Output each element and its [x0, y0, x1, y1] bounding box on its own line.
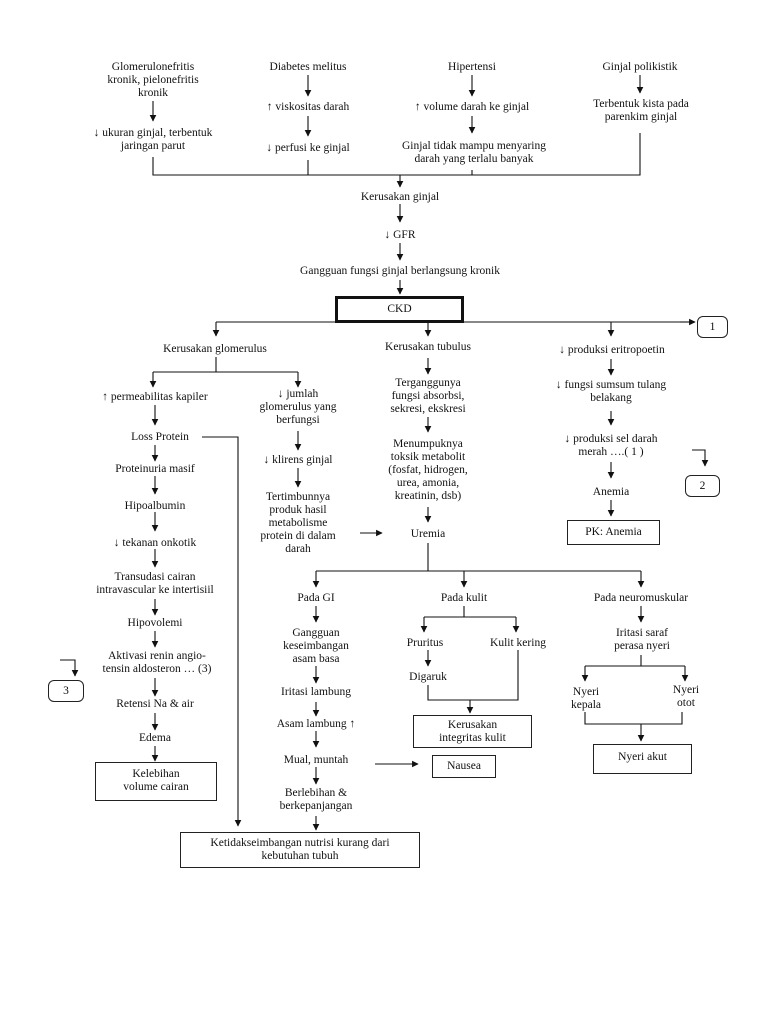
ref-3: 3: [63, 685, 69, 697]
node-proteinuria: Proteinuria masif: [115, 463, 195, 475]
node-kelebihan-cairan: Kelebihan volume cairan: [123, 768, 189, 793]
diagnosis-box-nyeri-akut: Nyeri akut: [593, 744, 692, 774]
node-nutrisi: Ketidakseimbangan nutrisi kurang dari ke…: [210, 837, 390, 862]
node-pada-neuro: Pada neuromuskular: [593, 592, 689, 604]
ref-box-2: 2: [685, 475, 720, 497]
node-gangguan-kronik: Gangguan fungsi ginjal berlangsung kroni…: [300, 265, 500, 277]
node-pruritus: Pruritus: [406, 637, 444, 649]
node-uremia: Uremia: [410, 528, 446, 540]
node-ukuran-ginjal: ↓ ukuran ginjal, terbentuk jaringan paru…: [93, 127, 213, 152]
ref-box-1: 1: [697, 316, 728, 338]
node-nausea: Nausea: [447, 760, 481, 772]
node-hipertensi: Hipertensi: [448, 61, 496, 73]
node-jumlah-glomerulus: ↓ jumlah glomerulus yang berfungsi: [259, 388, 337, 426]
node-volume-darah: ↑ volume darah ke ginjal: [414, 101, 530, 113]
ref-box-3: 3: [48, 680, 84, 702]
ref-1: 1: [709, 321, 716, 333]
node-berlebihan: Berlebihan & berkepanjangan: [279, 787, 353, 812]
node-pk-anemia: PK: Anemia: [585, 526, 642, 538]
node-transudasi: Transudasi cairan intravascular ke inter…: [96, 571, 214, 596]
node-renin: Aktivasi renin angio- tensin aldosteron …: [102, 650, 212, 675]
diagnosis-box-pk-anemia: PK: Anemia: [567, 520, 660, 545]
node-terganggu: Terganggunya fungsi absorbsi, sekresi, e…: [390, 377, 466, 415]
node-hipoalbumin: Hipoalbumin: [124, 500, 186, 512]
node-onkotik: ↓ tekanan onkotik: [113, 537, 197, 549]
node-ckd: CKD: [387, 303, 412, 315]
ref-2: 2: [699, 480, 706, 492]
diagnosis-box-kelebihan-cairan: Kelebihan volume cairan: [95, 762, 217, 801]
node-hipovolemi: Hipovolemi: [127, 617, 183, 629]
node-permeabilitas: ↑ permeabilitas kapiler: [102, 391, 208, 403]
node-nyeri-otot: Nyeri otot: [672, 684, 700, 709]
node-kerusakan-ginjal: Kerusakan ginjal: [360, 191, 440, 203]
node-kerusakan-glomerulus: Kerusakan glomerulus: [163, 343, 267, 355]
node-menumpuk: Menumpuknya toksik metabolit (fosfat, hi…: [388, 438, 468, 502]
node-glomerulonefritis: Glomerulonefritis kronik, pielonefritis …: [107, 61, 199, 99]
node-nyeri-kepala: Nyeri kepala: [570, 686, 601, 711]
node-integritas-kulit: Kerusakan integritas kulit: [439, 719, 506, 744]
node-edema: Edema: [139, 732, 171, 744]
node-asam-lambung: Asam lambung ↑: [276, 718, 356, 730]
node-loss-protein: Loss Protein: [131, 431, 189, 443]
node-polikistik: Ginjal polikistik: [602, 61, 678, 73]
node-pada-kulit: Pada kulit: [440, 592, 488, 604]
node-iritasi-saraf: Iritasi saraf perasa nyeri: [614, 627, 670, 652]
node-perfusi: ↓ perfusi ke ginjal: [266, 142, 350, 154]
node-pada-gi: Pada GI: [297, 592, 335, 604]
node-tidak-mampu: Ginjal tidak mampu menyaring darah yang …: [401, 140, 547, 165]
node-klirens: ↓ klirens ginjal: [263, 454, 333, 466]
node-digaruk: Digaruk: [409, 671, 447, 683]
node-tertimbun: Tertimbunnya produk hasil metabolisme pr…: [260, 491, 336, 555]
node-nyeri-akut: Nyeri akut: [618, 751, 667, 763]
node-diabetes: Diabetes melitus: [269, 61, 347, 73]
node-viskositas: ↑ viskositas darah: [266, 101, 350, 113]
node-kerusakan-tubulus: Kerusakan tubulus: [385, 341, 471, 353]
ckd-box: CKD: [335, 296, 464, 323]
node-sumsum: ↓ fungsi sumsum tulang belakang: [555, 379, 667, 404]
node-kista: Terbentuk kista pada parenkim ginjal: [593, 98, 689, 123]
node-sel-darah: ↓ produksi sel darah merah ….( 1 ): [564, 433, 658, 458]
diagnosis-box-nutrisi: Ketidakseimbangan nutrisi kurang dari ke…: [180, 832, 420, 868]
node-mual: Mual, muntah: [283, 754, 349, 766]
node-eritropoetin: ↓ produksi eritropoetin: [559, 344, 665, 356]
node-retensi: Retensi Na & air: [116, 698, 194, 710]
diagnosis-box-nausea: Nausea: [432, 755, 496, 778]
node-gfr: ↓ GFR: [384, 229, 416, 241]
diagnosis-box-integritas-kulit: Kerusakan integritas kulit: [413, 715, 532, 748]
node-kulit-kering: Kulit kering: [490, 637, 546, 649]
node-anemia: Anemia: [592, 486, 630, 498]
node-asam-basa: Gangguan keseimbangan asam basa: [283, 627, 349, 665]
node-iritasi-lambung: Iritasi lambung: [281, 686, 351, 698]
